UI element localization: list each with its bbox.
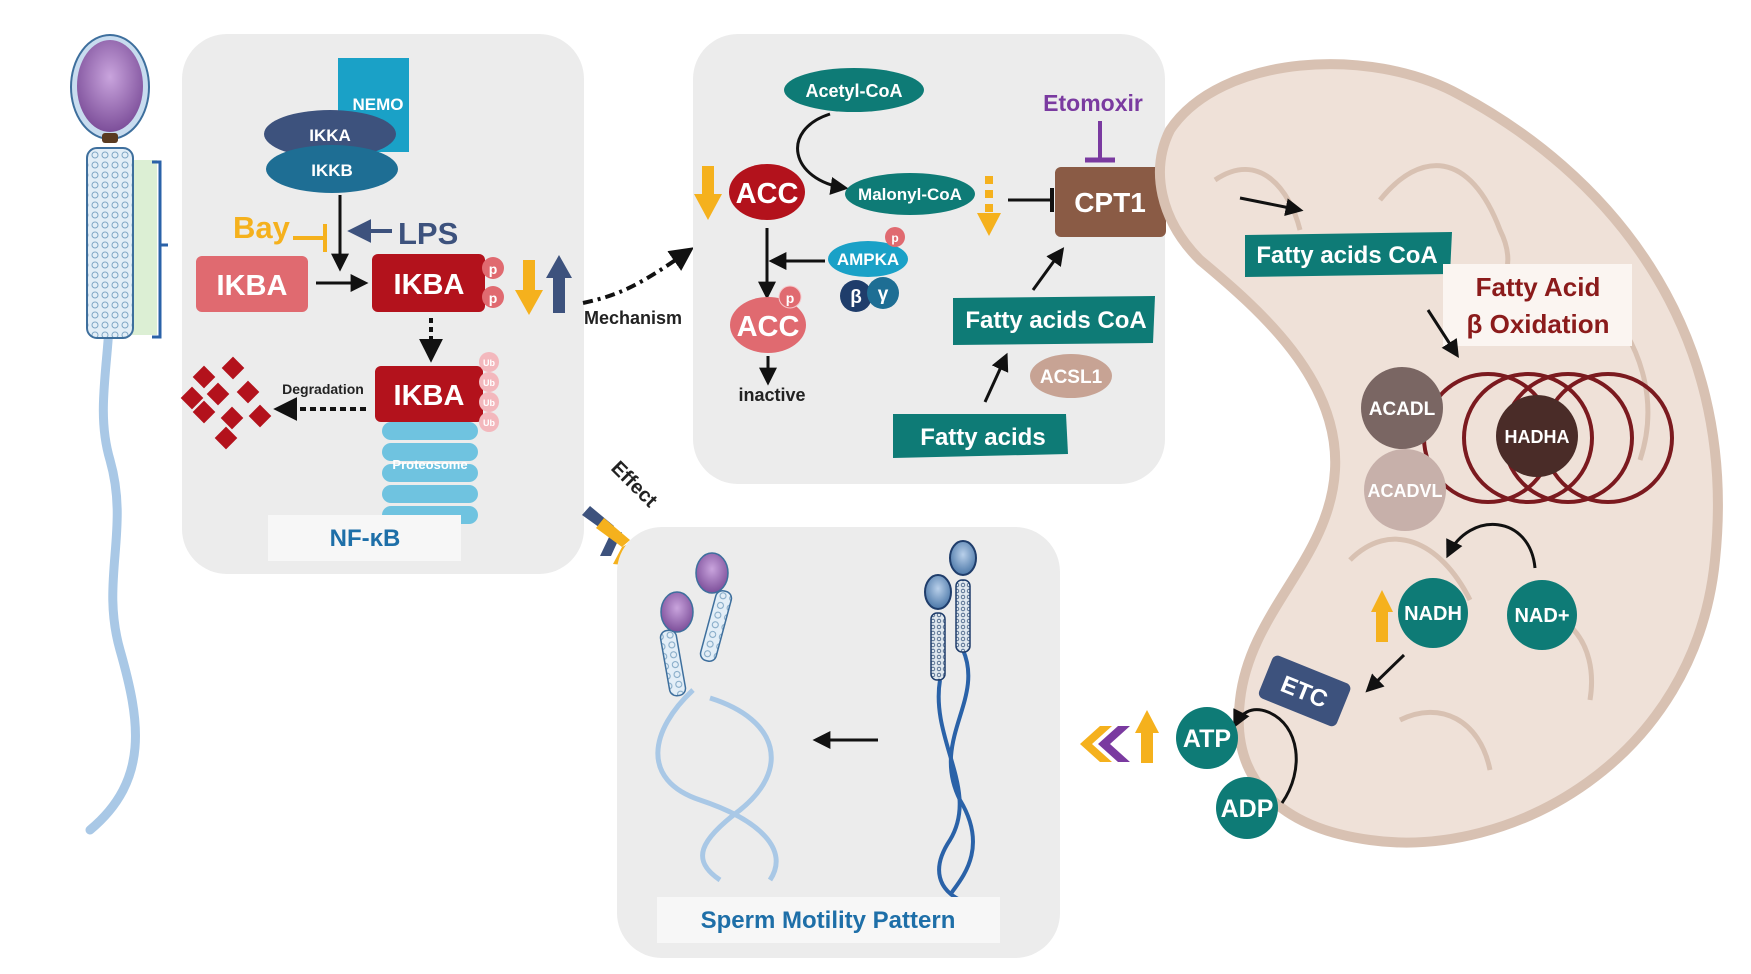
fatty-acids-coa-mito-label: Fatty acids CoA bbox=[1256, 242, 1437, 269]
fatty-acids-coa-panel-label: Fatty acids CoA bbox=[965, 307, 1146, 334]
acc-phospho-p: p bbox=[786, 290, 795, 306]
phospho-label-1: p bbox=[489, 261, 498, 277]
lps-label: LPS bbox=[398, 216, 458, 251]
nad-plus-label: NAD+ bbox=[1514, 605, 1569, 627]
gamma-subunit bbox=[867, 277, 899, 309]
ampka-phospho-badge bbox=[885, 227, 905, 247]
nadh-node bbox=[1398, 578, 1468, 648]
acsl1-label: ACSL1 bbox=[1040, 367, 1103, 388]
acadl-node bbox=[1361, 367, 1443, 449]
acsl1-node bbox=[1030, 354, 1112, 398]
malonyl-dashed-down-arrow bbox=[977, 176, 1001, 236]
ub-label-1: Ub bbox=[483, 358, 495, 368]
bay-label: Bay bbox=[233, 210, 291, 245]
degradation-label: Degradation bbox=[282, 381, 364, 397]
acc-label: ACC bbox=[736, 178, 799, 210]
gamma-label: γ bbox=[878, 284, 889, 305]
ikkb-label: IKKB bbox=[311, 161, 353, 180]
ikba-label-free: IKBA bbox=[217, 270, 288, 302]
ikka-label: IKKA bbox=[309, 126, 351, 145]
beta-label: β bbox=[850, 287, 862, 308]
mitochondrion bbox=[1155, 59, 1723, 848]
nadh-label: NADH bbox=[1404, 603, 1462, 625]
hadha-label: HADHA bbox=[1505, 427, 1570, 447]
acc-phospho-node bbox=[730, 297, 806, 353]
acc-node bbox=[729, 164, 805, 220]
phospho-badge-1 bbox=[482, 257, 504, 279]
ikka-ellipse bbox=[264, 110, 396, 158]
acadvl-label: ACADVL bbox=[1368, 481, 1443, 501]
phospho-label-2: p bbox=[489, 290, 498, 306]
cpt1-box bbox=[1055, 167, 1166, 237]
motility-title-box bbox=[657, 897, 1000, 943]
ikba-label-phospho: IKBA bbox=[394, 269, 465, 301]
nad-plus-node bbox=[1507, 580, 1577, 650]
acadl-label: ACADL bbox=[1369, 399, 1436, 420]
down-arrow-orange bbox=[515, 260, 543, 315]
motility-panel: Sperm Motility Pattern bbox=[617, 527, 1060, 958]
nadh-up-arrow bbox=[1371, 590, 1393, 642]
nfkb-title: NF-κB bbox=[330, 525, 401, 552]
fao-label-line1: Fatty Acid bbox=[1476, 272, 1601, 302]
phospho-badge-2 bbox=[482, 286, 504, 308]
adp-label: ADP bbox=[1221, 795, 1274, 823]
etomoxir-label: Etomoxir bbox=[1043, 90, 1143, 116]
nfkb-title-box bbox=[268, 515, 461, 561]
atp-label: ATP bbox=[1183, 725, 1231, 753]
fatty-acids-label: Fatty acids bbox=[920, 424, 1045, 451]
ub-label-3: Ub bbox=[483, 398, 495, 408]
fatty-acids-coa-panel-box bbox=[953, 296, 1155, 345]
malonyl-coa-node bbox=[845, 173, 975, 215]
ikba-box-phospho bbox=[372, 254, 485, 312]
effect-label: Effect bbox=[606, 457, 661, 512]
acetyl-coa-label: Acetyl-CoA bbox=[805, 81, 902, 101]
fao-label-line2: β Oxidation bbox=[1467, 309, 1610, 339]
etc-box: ETC bbox=[1258, 655, 1351, 727]
mechanism-label: Mechanism bbox=[584, 308, 682, 328]
nfkb-panel: NEMO IKKA IKKB Bay LPS IKBA IKBA p p bbox=[180, 34, 584, 574]
acetyl-coa-node bbox=[784, 68, 924, 112]
acadvl-node bbox=[1364, 449, 1446, 531]
beta-subunit bbox=[840, 280, 872, 312]
fatty-acids-coa-mito-box bbox=[1245, 232, 1452, 277]
ampka-node bbox=[828, 241, 908, 277]
large-sperm-illustration bbox=[70, 34, 168, 835]
mechanism-connector: Mechanism bbox=[582, 247, 694, 328]
fao-label-box bbox=[1443, 264, 1632, 346]
up-arrow-navy bbox=[546, 255, 572, 313]
ubiquitin-chain: Ub Ub Ub Ub bbox=[479, 352, 499, 432]
acc-down-arrow bbox=[694, 166, 722, 220]
nemo-label: NEMO bbox=[353, 95, 404, 114]
atp-up-arrow bbox=[1135, 710, 1159, 763]
inactive-label: inactive bbox=[738, 385, 805, 405]
ikba-box-ubiquitinated bbox=[375, 366, 483, 422]
atp-chevrons bbox=[1080, 726, 1130, 762]
ikba-box-free bbox=[196, 256, 308, 312]
ub-label-4: Ub bbox=[483, 418, 495, 428]
proteasome: Proteosome bbox=[382, 422, 478, 524]
mechanism-panel: Acetyl-CoA ACC Malonyl-CoA AMPKA p bbox=[693, 34, 1166, 484]
hadha-node bbox=[1496, 395, 1578, 477]
malonyl-coa-label: Malonyl-CoA bbox=[858, 185, 962, 204]
motility-title: Sperm Motility Pattern bbox=[701, 907, 956, 934]
proteasome-label: Proteosome bbox=[392, 457, 467, 472]
adp-node bbox=[1216, 777, 1278, 839]
cpt1-label: CPT1 bbox=[1074, 187, 1146, 218]
acc-phospho-label: ACC bbox=[737, 311, 800, 343]
sperm-low-motility bbox=[655, 552, 779, 883]
sperm-normal-motility bbox=[924, 540, 977, 902]
fatty-acids-box bbox=[893, 414, 1068, 458]
ikba-label-ub: IKBA bbox=[394, 380, 465, 412]
atp-node bbox=[1176, 707, 1238, 769]
ampka-label: AMPKA bbox=[837, 250, 899, 269]
ampka-phospho-label: p bbox=[891, 231, 898, 245]
ub-label-2: Ub bbox=[483, 378, 495, 388]
ikkb-ellipse bbox=[266, 145, 398, 193]
